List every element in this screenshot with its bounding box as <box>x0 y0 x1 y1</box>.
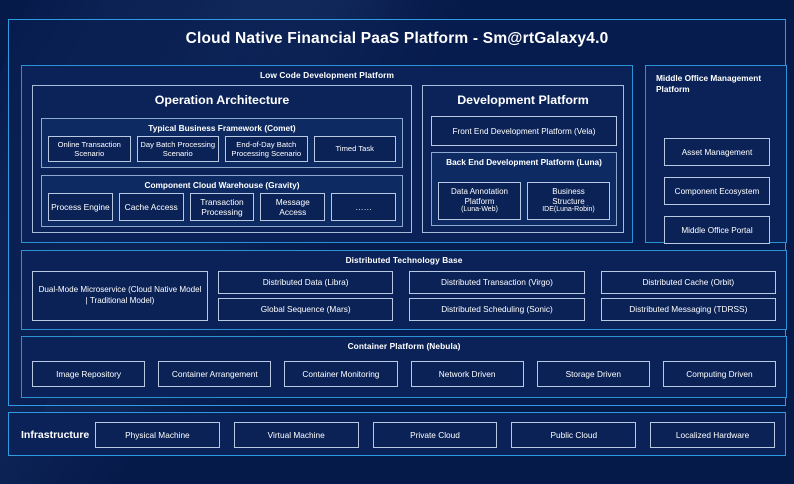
infrastructure-item-private-cloud[interactable]: Private Cloud <box>372 422 498 448</box>
distributed-item-data[interactable]: Distributed Data (Libra) <box>218 271 394 294</box>
component-cloud-warehouse-items: Process Engine Cache Access Transaction … <box>48 193 396 221</box>
infrastructure-panel: Infrastructure Physical Machine Virtual … <box>8 412 786 456</box>
container-platform-panel: Container Platform (Nebula) Image Reposi… <box>21 336 787 398</box>
back-end-development-platform-group: Back End Development Platform (Luna) Dat… <box>431 152 617 226</box>
infrastructure-item-public-cloud[interactable]: Public Cloud <box>511 422 637 448</box>
infrastructure-item-virtual-machine[interactable]: Virtual Machine <box>233 422 359 448</box>
distributed-technology-base-panel: Distributed Technology Base Dual-Mode Mi… <box>21 250 787 330</box>
low-code-platform-title: Low Code Development Platform <box>259 70 395 80</box>
container-item-storage-driven[interactable]: Storage Driven <box>536 361 650 387</box>
data-annotation-line1: Data Annotation <box>451 186 508 196</box>
distributed-item-messaging[interactable]: Distributed Messaging (TDRSS) <box>600 298 776 321</box>
back-end-items: Data Annotation Platform (Luna-Web) Busi… <box>438 182 610 220</box>
low-code-development-platform-panel: Low Code Development Platform Operation … <box>21 65 633 243</box>
data-annotation-line3: (Luna-Web) <box>461 206 498 214</box>
component-cloud-warehouse-title: Component Cloud Warehouse (Gravity) <box>144 180 300 190</box>
business-structure-line3: IDE(Luna-Robin) <box>542 206 595 214</box>
distributed-technology-base-title: Distributed Technology Base <box>345 255 463 265</box>
middle-office-title: Middle Office Management Platform <box>656 73 762 95</box>
data-annotation-platform-box[interactable]: Data Annotation Platform (Luna-Web) <box>438 182 521 220</box>
distributed-item-cache[interactable]: Distributed Cache (Orbit) <box>600 271 776 294</box>
cloud-warehouse-item[interactable]: Transaction Processing <box>189 193 255 221</box>
cloud-warehouse-item[interactable]: Cache Access <box>118 193 184 221</box>
distributed-item-transaction[interactable]: Distributed Transaction (Virgo) <box>409 271 585 294</box>
business-framework-item[interactable]: Day Batch Processing Scenario <box>136 136 219 162</box>
container-item-container-monitoring[interactable]: Container Monitoring <box>284 361 398 387</box>
middle-office-item-middle-office-portal[interactable]: Middle Office Portal <box>664 216 770 244</box>
dual-mode-microservice-box[interactable]: Dual-Mode Microservice (Cloud Native Mod… <box>32 271 208 321</box>
cloud-warehouse-item-more[interactable]: …… <box>331 193 396 221</box>
typical-business-framework-title: Typical Business Framework (Comet) <box>148 123 296 133</box>
business-framework-item[interactable]: End-of-Day Batch Processing Scenario <box>225 136 308 162</box>
infrastructure-item-physical-machine[interactable]: Physical Machine <box>95 422 220 448</box>
container-item-network-driven[interactable]: Network Driven <box>410 361 524 387</box>
business-structure-ide-box[interactable]: Business Structure IDE(Luna-Robin) <box>527 182 610 220</box>
middle-office-item-component-ecosystem[interactable]: Component Ecosystem <box>664 177 770 205</box>
infrastructure-item-localized-hardware[interactable]: Localized Hardware <box>650 422 775 448</box>
development-platform-panel: Development Platform Front End Developme… <box>422 85 624 233</box>
operation-architecture-panel: Operation Architecture Typical Business … <box>32 85 412 233</box>
container-platform-items: Image Repository Container Arrangement C… <box>32 361 777 387</box>
container-platform-title: Container Platform (Nebula) <box>347 341 461 351</box>
middle-office-item-asset-management[interactable]: Asset Management <box>664 138 770 166</box>
cloud-warehouse-item[interactable]: Message Access <box>260 193 326 221</box>
typical-business-framework-items: Online Transaction Scenario Day Batch Pr… <box>48 136 396 162</box>
distributed-item-scheduling[interactable]: Distributed Scheduling (Sonic) <box>409 298 585 321</box>
diagram-title-bar: Cloud Native Financial PaaS Platform - S… <box>9 20 785 57</box>
distributed-item-global-sequence[interactable]: Global Sequence (Mars) <box>218 298 394 321</box>
business-structure-line2: Structure <box>552 196 585 206</box>
development-platform-title: Development Platform <box>457 93 589 107</box>
business-framework-item[interactable]: Timed Task <box>313 136 396 162</box>
middle-office-management-panel: Middle Office Management Platform Asset … <box>645 65 787 244</box>
business-framework-item[interactable]: Online Transaction Scenario <box>48 136 131 162</box>
business-structure-line1: Business <box>552 186 585 196</box>
main-frame: Cloud Native Financial PaaS Platform - S… <box>8 19 787 406</box>
infrastructure-label: Infrastructure <box>21 429 90 441</box>
page-title: Cloud Native Financial PaaS Platform - S… <box>185 29 609 47</box>
container-item-image-repository[interactable]: Image Repository <box>32 361 146 387</box>
front-end-development-platform-box[interactable]: Front End Development Platform (Vela) <box>431 116 617 146</box>
cloud-warehouse-item[interactable]: Process Engine <box>48 193 113 221</box>
back-end-development-platform-title: Back End Development Platform (Luna) <box>446 157 602 167</box>
typical-business-framework-group: Typical Business Framework (Comet) Onlin… <box>41 118 403 168</box>
component-cloud-warehouse-group: Component Cloud Warehouse (Gravity) Proc… <box>41 175 403 227</box>
container-item-computing-driven[interactable]: Computing Driven <box>662 361 777 387</box>
data-annotation-line2: Platform <box>464 196 495 206</box>
container-item-container-arrangement[interactable]: Container Arrangement <box>158 361 272 387</box>
infrastructure-items: Physical Machine Virtual Machine Private… <box>95 422 775 448</box>
distributed-items-grid: Distributed Data (Libra) Distributed Tra… <box>218 271 776 321</box>
operation-architecture-title: Operation Architecture <box>154 93 290 107</box>
